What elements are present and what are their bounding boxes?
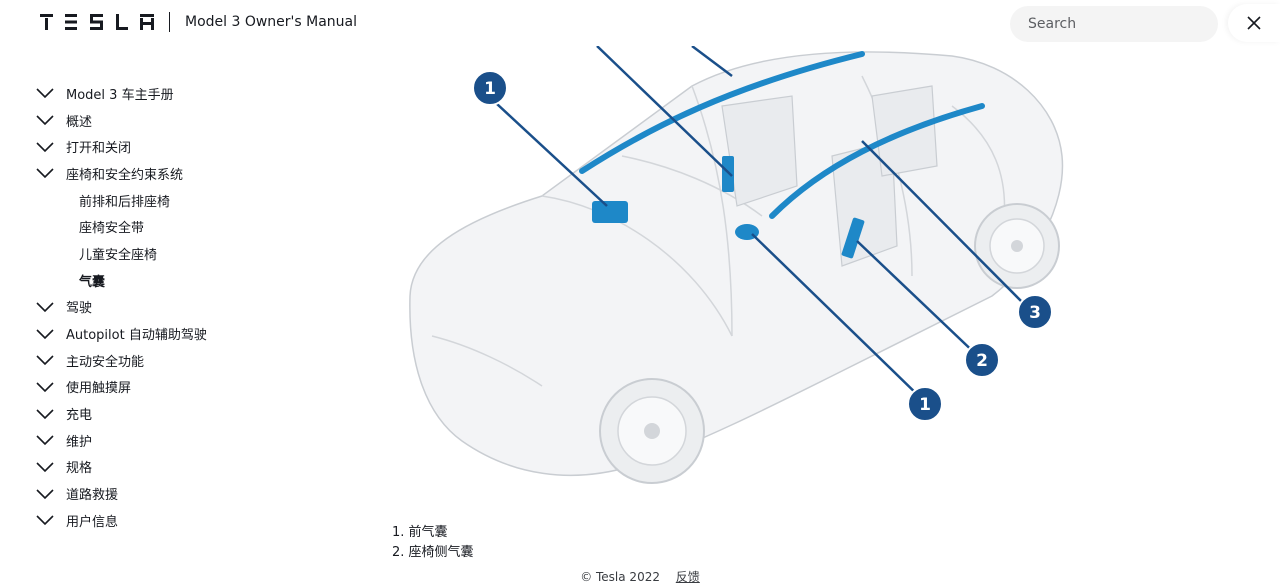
curtain-airbag-right: [769, 103, 985, 219]
sidebar-item-label: 主动安全功能: [66, 354, 145, 370]
sidebar-subitem-child-seats[interactable]: 儿童安全座椅: [34, 240, 354, 267]
front-wheel: [599, 378, 705, 484]
sidebar-subitem-airbags[interactable]: 气囊: [34, 267, 354, 294]
rear-wheel: [974, 203, 1060, 289]
sidebar-subitem-label: 气囊: [79, 274, 106, 290]
legend-item: 1. 前气囊: [392, 525, 448, 540]
chevron-down-icon: [36, 328, 54, 339]
callout-number: 3: [1029, 303, 1041, 323]
sidebar-item-charging[interactable]: 充电: [34, 400, 354, 427]
chevron-down-icon: [36, 115, 54, 126]
callout-badge: 3: [1017, 294, 1053, 330]
sidebar-item-open-close[interactable]: 打开和关闭: [34, 133, 354, 160]
sidebar-item-seating-safety[interactable]: 座椅和安全约束系统: [34, 160, 354, 187]
sidebar-item-maintenance[interactable]: 维护: [34, 427, 354, 454]
sidebar-item-label: 座椅和安全约束系统: [66, 167, 184, 183]
airbag-illustration: 1 1 2 3: [409, 46, 1064, 484]
sidebar-item-specifications[interactable]: 规格: [34, 454, 354, 481]
sidebar-item-label: 使用触摸屏: [66, 381, 132, 397]
sidebar-item-overview[interactable]: 概述: [34, 107, 354, 134]
chevron-down-icon: [36, 168, 54, 179]
callout-number: 1: [919, 395, 931, 415]
chevron-down-icon: [36, 489, 54, 499]
chevron-down-icon: [36, 462, 54, 473]
seat-side-airbag-front: [722, 156, 734, 192]
callout-badge: 2: [964, 342, 1000, 378]
sidebar-item-touchscreen[interactable]: 使用触摸屏: [34, 374, 354, 401]
sidebar-nav: Model 3 车主手册 概述 打开和关闭 座椅和安全约束系统 前排和后排座椅 …: [34, 80, 354, 534]
close-button[interactable]: [1228, 4, 1280, 42]
footer: © Tesla 2022 反馈: [0, 568, 1280, 585]
seat-side-airbag-rear: [841, 217, 865, 259]
close-icon: [1247, 16, 1261, 30]
sidebar-item-label: 用户信息: [66, 514, 119, 530]
search-input[interactable]: [1010, 6, 1218, 42]
callout-number: 1: [484, 79, 496, 99]
callout-badge: 1: [472, 70, 508, 106]
sidebar-item-owners-manual[interactable]: Model 3 车主手册: [34, 80, 354, 107]
sidebar-item-autopilot[interactable]: Autopilot 自动辅助驾驶: [34, 320, 354, 347]
manual-title[interactable]: Model 3 Owner's Manual: [185, 14, 358, 30]
sidebar-item-label: 概述: [66, 114, 93, 130]
sidebar-subitem-label: 前排和后排座椅: [79, 194, 171, 210]
chevron-down-icon: [36, 142, 54, 152]
sidebar-item-label: 道路救援: [66, 488, 119, 504]
sidebar-item-active-safety[interactable]: 主动安全功能: [34, 347, 354, 374]
header-divider: [169, 12, 170, 32]
sidebar-subitem-front-rear-seats[interactable]: 前排和后排座椅: [34, 187, 354, 214]
airbag-legend: 1. 前气囊 2. 座椅侧气囊: [392, 523, 474, 562]
chevron-down-icon: [36, 355, 54, 366]
chevron-down-icon: [36, 88, 54, 99]
sidebar-item-label: 规格: [66, 461, 93, 477]
tesla-logo[interactable]: [40, 13, 154, 31]
sidebar-subitem-label: 座椅安全带: [79, 221, 145, 237]
callout-number: 2: [976, 351, 988, 371]
chevron-down-icon: [36, 435, 54, 446]
sidebar-item-label: Model 3 车主手册: [66, 87, 174, 103]
callout-badge: 1: [907, 386, 943, 422]
sidebar-item-driving[interactable]: 驾驶: [34, 294, 354, 321]
chevron-down-icon: [36, 409, 54, 419]
copyright-text: © Tesla 2022: [580, 570, 660, 584]
sidebar-item-label: 打开和关闭: [66, 141, 132, 157]
chevron-down-icon: [36, 302, 54, 312]
chevron-down-icon: [36, 382, 54, 393]
sidebar-item-roadside-assistance[interactable]: 道路救援: [34, 480, 354, 507]
sidebar-item-label: 充电: [66, 408, 93, 424]
curtain-airbag-left: [579, 51, 865, 174]
sidebar-subitem-label: 儿童安全座椅: [79, 247, 158, 263]
callout-lines: [496, 46, 1031, 403]
front-airbag-passenger: [592, 201, 628, 223]
feedback-link[interactable]: 反馈: [675, 570, 700, 584]
legend-item: 2. 座椅侧气囊: [392, 544, 474, 560]
sidebar-item-label: Autopilot 自动辅助驾驶: [66, 328, 207, 344]
sidebar-item-label: 驾驶: [66, 301, 93, 317]
sidebar-subitem-seat-belts[interactable]: 座椅安全带: [34, 213, 354, 240]
sidebar-item-label: 维护: [66, 434, 93, 450]
header: Model 3 Owner's Manual: [0, 0, 1280, 46]
sidebar-item-user-information[interactable]: 用户信息: [34, 507, 354, 534]
chevron-down-icon: [36, 515, 54, 526]
